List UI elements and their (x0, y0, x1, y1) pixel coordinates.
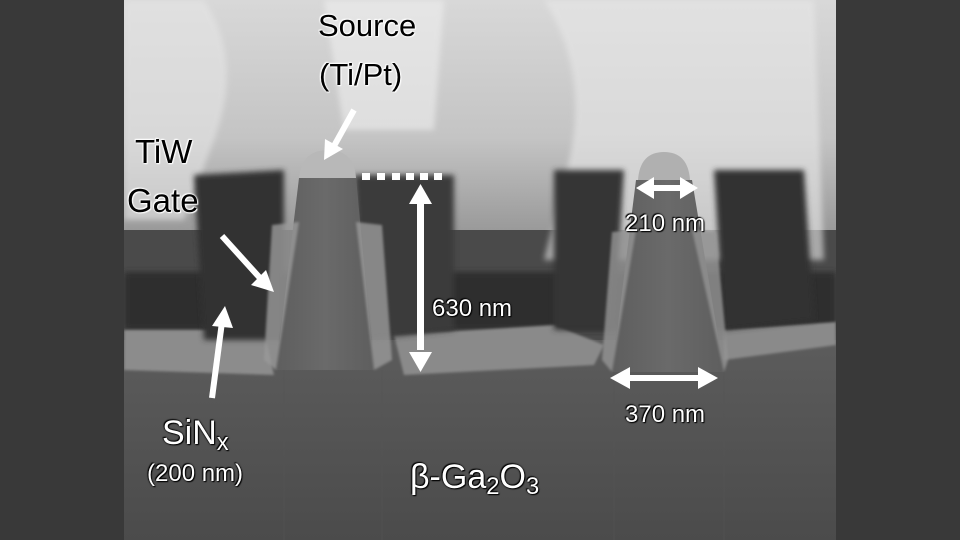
sem-micrograph (124, 0, 836, 540)
fin-bottom-width-label: 370 nm (625, 401, 706, 428)
gate-material-label: TiW (135, 133, 193, 170)
source-material-label: (Ti/Pt) (319, 57, 403, 92)
fin-top-width-label: 210 nm (625, 210, 706, 237)
fin-left (276, 178, 374, 370)
top-width-double-arrow-icon (636, 177, 698, 199)
gate-label: Gate (127, 182, 199, 219)
substrate-label: β-Ga2O3 (410, 458, 539, 498)
sinx-arrow-icon (209, 306, 233, 399)
sinx-subscript: x (216, 428, 229, 456)
source-cap-right (638, 152, 690, 180)
gate-arrow-icon (219, 233, 274, 292)
fin-top-dotted-line-icon (362, 173, 442, 180)
substrate-text-1: β-Ga (410, 458, 487, 496)
fin-right (612, 180, 724, 372)
sinx-label: SiNx (162, 414, 229, 454)
substrate-text-2: O (499, 458, 526, 496)
substrate-sub-2: 3 (525, 472, 540, 500)
source-cap-left (299, 150, 356, 178)
source-arrow-icon (324, 108, 357, 160)
sem-image-graphic (124, 0, 836, 540)
substrate-sub-1: 2 (486, 472, 500, 500)
fin-height-label: 630 nm (432, 295, 513, 322)
sinx-text: SiN (162, 414, 217, 452)
bottom-width-double-arrow-icon (610, 367, 718, 389)
source-label: Source (318, 8, 417, 43)
sinx-thickness-label: (200 nm) (147, 460, 244, 487)
height-double-arrow-icon (409, 184, 432, 372)
